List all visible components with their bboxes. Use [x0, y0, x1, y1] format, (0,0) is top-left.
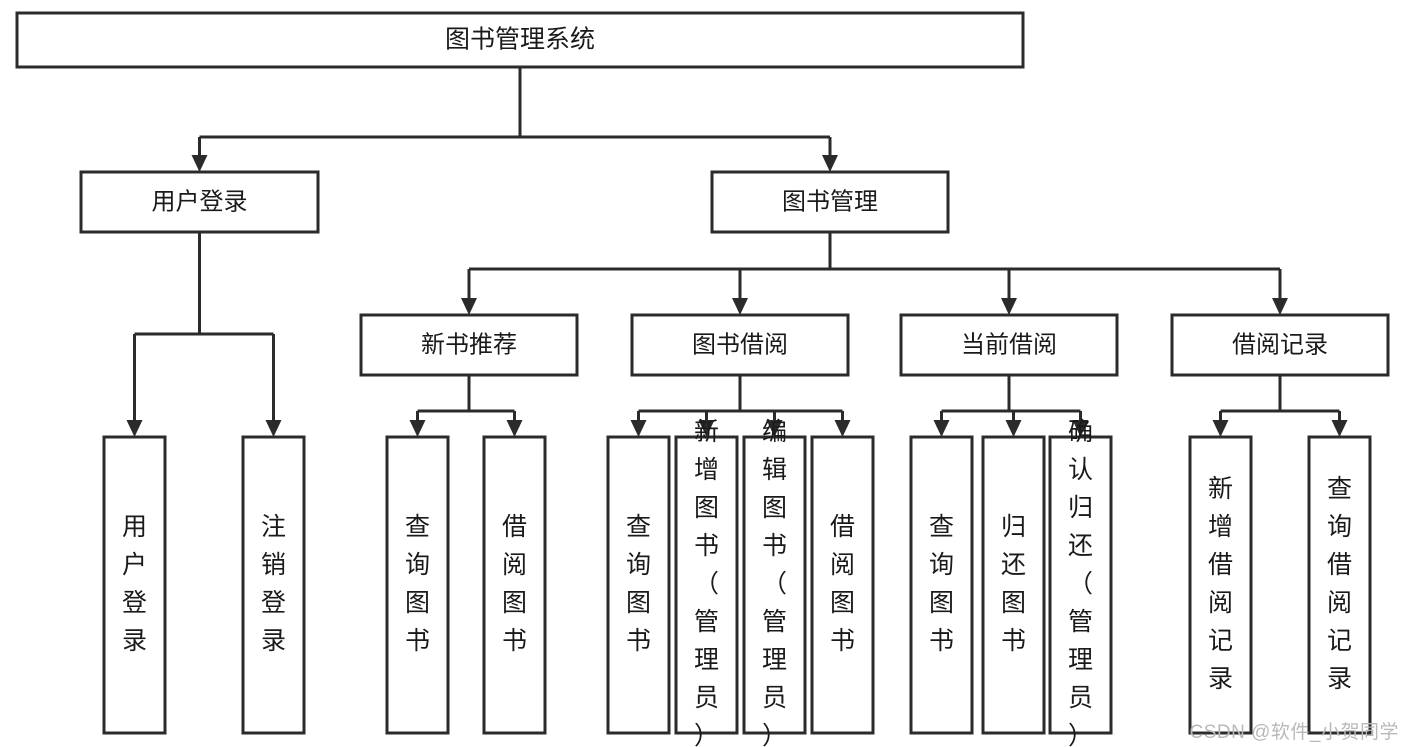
node-user-login[interactable]: 用户登录 [79, 170, 320, 234]
node-book-borrow[interactable]: 图书借阅 [630, 313, 850, 377]
node-current-borrow[interactable]: 当前借阅 [899, 313, 1119, 377]
link-book-borrow-to-leaf-edit-book-admin-arrowhead [766, 420, 783, 437]
node-new-book-recommend-rect [359, 313, 579, 377]
node-leaf-logout-login[interactable]: 注销登录 [241, 435, 306, 735]
link-book-manage-to-book-borrow-arrowhead [732, 298, 748, 315]
node-leaf-logout-login-rect [241, 435, 306, 735]
node-borrow-record-label: 借阅记录 [1232, 331, 1328, 358]
node-leaf-query-book-3-rect [909, 435, 974, 735]
node-borrow-record[interactable]: 借阅记录 [1170, 313, 1390, 377]
node-leaf-user-login-label: 用户登录 [122, 513, 147, 655]
node-user-login-label: 用户登录 [152, 188, 248, 215]
node-leaf-add-book-admin[interactable]: 新增图书（管理员） [674, 418, 739, 747]
node-leaf-query-borrow-record-rect [1307, 435, 1372, 735]
node-leaf-add-book-admin-label: 新增图书（管理员） [694, 418, 719, 747]
node-leaf-borrow-book-2-label: 借阅图书 [830, 513, 855, 655]
link-root-to-user-login-arrowhead [191, 155, 208, 172]
node-leaf-return-book-label: 归还图书 [1001, 513, 1026, 655]
link-book-borrow-to-leaf-borrow-book-2-arrowhead [834, 420, 851, 437]
node-leaf-add-borrow-record-rect [1188, 435, 1253, 735]
node-book-borrow-label: 图书借阅 [692, 331, 788, 358]
link-user-login-to-leaf-user-login-arrowhead [126, 420, 143, 437]
link-root-to-book-manage-arrowhead [822, 155, 838, 172]
node-book-borrow-rect [630, 313, 850, 377]
node-root-图书管理系统-label: 图书管理系统 [445, 26, 595, 54]
link-new-book-recommend-to-leaf-borrow-book-1-arrowhead [506, 420, 523, 437]
node-leaf-edit-book-admin-label: 编辑图书（管理员） [762, 418, 787, 747]
link-user-login-to-leaf-logout-login-arrowhead [265, 420, 282, 437]
node-leaf-query-book-3-label: 查询图书 [929, 513, 954, 655]
node-book-manage-label: 图书管理 [782, 188, 878, 215]
link-borrow-record-to-leaf-query-borrow-record-arrowhead [1331, 420, 1348, 437]
node-leaf-confirm-return-admin-label: 确认归还（管理员） [1068, 418, 1093, 747]
node-leaf-add-borrow-record[interactable]: 新增借阅记录 [1188, 435, 1253, 735]
node-leaf-query-book-2-label: 查询图书 [626, 513, 651, 655]
node-leaf-borrow-book-1-rect [482, 435, 547, 735]
node-leaf-borrow-book-2-rect [810, 435, 875, 735]
node-user-login-rect [79, 170, 320, 234]
node-leaf-confirm-return-admin-rect [1048, 435, 1113, 735]
node-leaf-add-book-admin-rect [674, 435, 739, 735]
node-root-图书管理系统-rect [15, 11, 1025, 69]
node-new-book-recommend[interactable]: 新书推荐 [359, 313, 579, 377]
node-leaf-logout-login-label: 注销登录 [261, 513, 286, 655]
node-new-book-recommend-label: 新书推荐 [421, 331, 517, 358]
node-leaf-return-book-rect [981, 435, 1046, 735]
node-leaf-query-borrow-record-label: 查询借阅记录 [1327, 475, 1352, 693]
link-book-borrow-to-leaf-query-book-2-arrowhead [630, 420, 647, 437]
node-leaf-query-book-1[interactable]: 查询图书 [385, 435, 450, 735]
link-new-book-recommend-to-leaf-query-book-1-arrowhead [409, 420, 426, 437]
node-leaf-add-borrow-record-label: 新增借阅记录 [1208, 475, 1233, 693]
node-book-manage[interactable]: 图书管理 [710, 170, 950, 234]
node-leaf-query-book-2-rect [606, 435, 671, 735]
node-leaf-query-book-2[interactable]: 查询图书 [606, 435, 671, 735]
link-current-borrow-to-leaf-return-book-arrowhead [1005, 420, 1022, 437]
link-current-borrow-to-leaf-confirm-return-admin-arrowhead [1072, 420, 1089, 437]
node-leaf-return-book[interactable]: 归还图书 [981, 435, 1046, 735]
node-leaf-query-borrow-record[interactable]: 查询借阅记录 [1307, 435, 1372, 735]
node-leaf-user-login[interactable]: 用户登录 [102, 435, 167, 735]
node-leaf-borrow-book-1[interactable]: 借阅图书 [482, 435, 547, 735]
node-leaf-query-book-1-rect [385, 435, 450, 735]
node-leaf-edit-book-admin-rect [742, 435, 807, 735]
node-leaf-borrow-book-1-label: 借阅图书 [502, 513, 527, 655]
node-leaf-query-book-3[interactable]: 查询图书 [909, 435, 974, 735]
link-book-manage-to-current-borrow-arrowhead [1001, 298, 1017, 315]
node-leaf-user-login-rect [102, 435, 167, 735]
node-leaf-query-book-1-label: 查询图书 [405, 513, 430, 655]
node-current-borrow-rect [899, 313, 1119, 377]
node-root-图书管理系统[interactable]: 图书管理系统 [15, 11, 1025, 69]
node-current-borrow-label: 当前借阅 [961, 331, 1057, 358]
node-layer: 图书管理系统用户登录图书管理新书推荐图书借阅当前借阅借阅记录用户登录注销登录查询… [15, 11, 1390, 747]
link-borrow-record-to-leaf-add-borrow-record-arrowhead [1212, 420, 1229, 437]
link-book-manage-to-new-book-recommend-arrowhead [461, 298, 477, 315]
link-current-borrow-to-leaf-query-book-3-arrowhead [933, 420, 950, 437]
link-book-borrow-to-leaf-add-book-admin-arrowhead [698, 420, 715, 437]
node-book-manage-rect [710, 170, 950, 234]
connector-layer [126, 67, 1348, 437]
node-borrow-record-rect [1170, 313, 1390, 377]
node-leaf-borrow-book-2[interactable]: 借阅图书 [810, 435, 875, 735]
node-leaf-confirm-return-admin[interactable]: 确认归还（管理员） [1048, 418, 1113, 747]
link-book-manage-to-borrow-record-arrowhead [1272, 298, 1288, 315]
node-leaf-edit-book-admin[interactable]: 编辑图书（管理员） [742, 418, 807, 747]
